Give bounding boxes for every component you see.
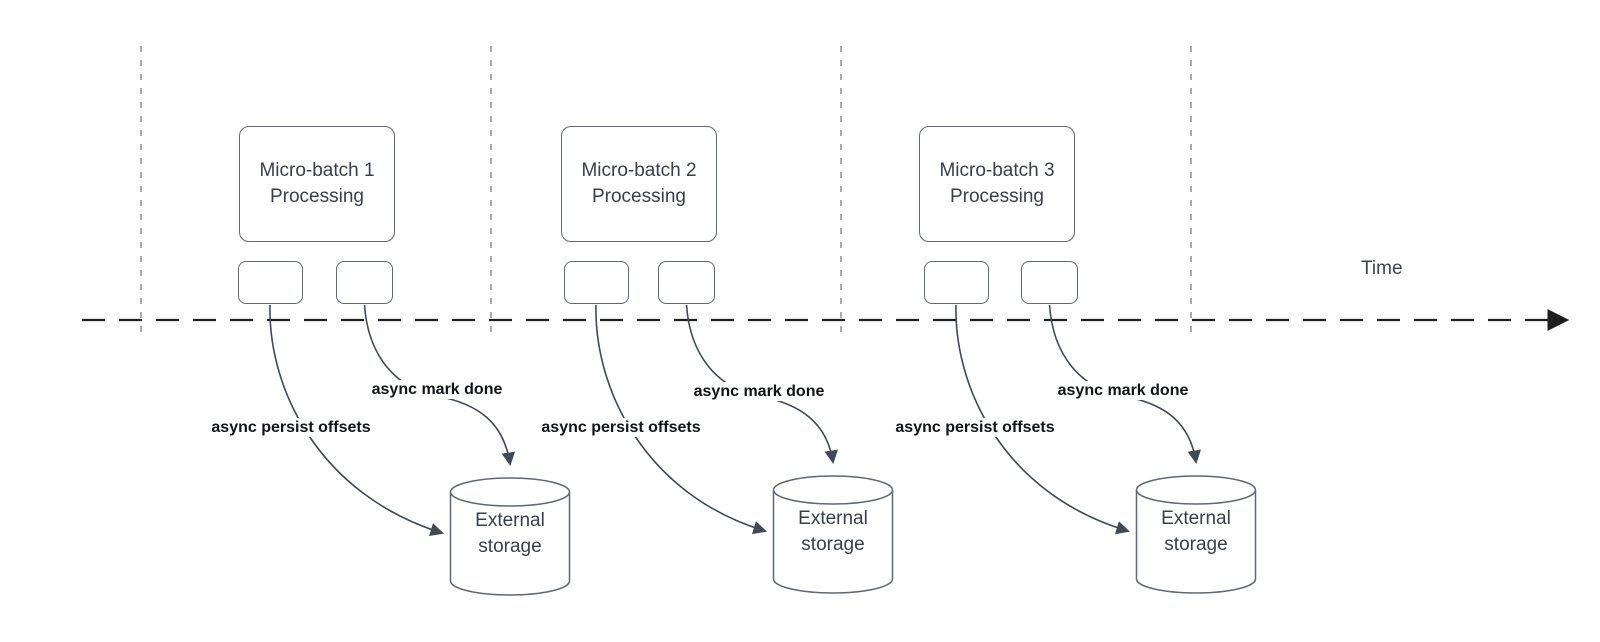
microbatch-1-box: Micro-batch 1 Processing: [239, 126, 395, 242]
database-icon: [449, 477, 571, 596]
database-icon: [772, 475, 894, 594]
persist-offsets-slot-box: [924, 261, 989, 304]
mark-done-slot-box: [336, 261, 393, 304]
database-icon: [1135, 475, 1257, 594]
external-storage-label: External storage: [475, 510, 545, 557]
mark-done-label: async mark done: [689, 382, 829, 401]
persist-offsets-label: async persist offsets: [891, 418, 1059, 437]
mark-done-label: async mark done: [1053, 381, 1193, 400]
microbatch-2-box: Micro-batch 2 Processing: [561, 126, 717, 242]
persist-offsets-label: async persist offsets: [207, 418, 375, 437]
mark-done-slot-box: [1021, 261, 1078, 304]
persist-offsets-slot-box: [564, 261, 629, 304]
mark-done-slot-box: [658, 261, 715, 304]
persist-offsets-label: async persist offsets: [537, 418, 705, 437]
external-storage-label: External storage: [1161, 508, 1231, 555]
external-storage-label: External storage: [798, 508, 868, 555]
mark-done-label: async mark done: [367, 380, 507, 399]
microbatch-3-box: Micro-batch 3 Processing: [919, 126, 1075, 242]
persist-offsets-slot-box: [238, 261, 303, 304]
time-axis-label: Time: [1361, 258, 1403, 279]
